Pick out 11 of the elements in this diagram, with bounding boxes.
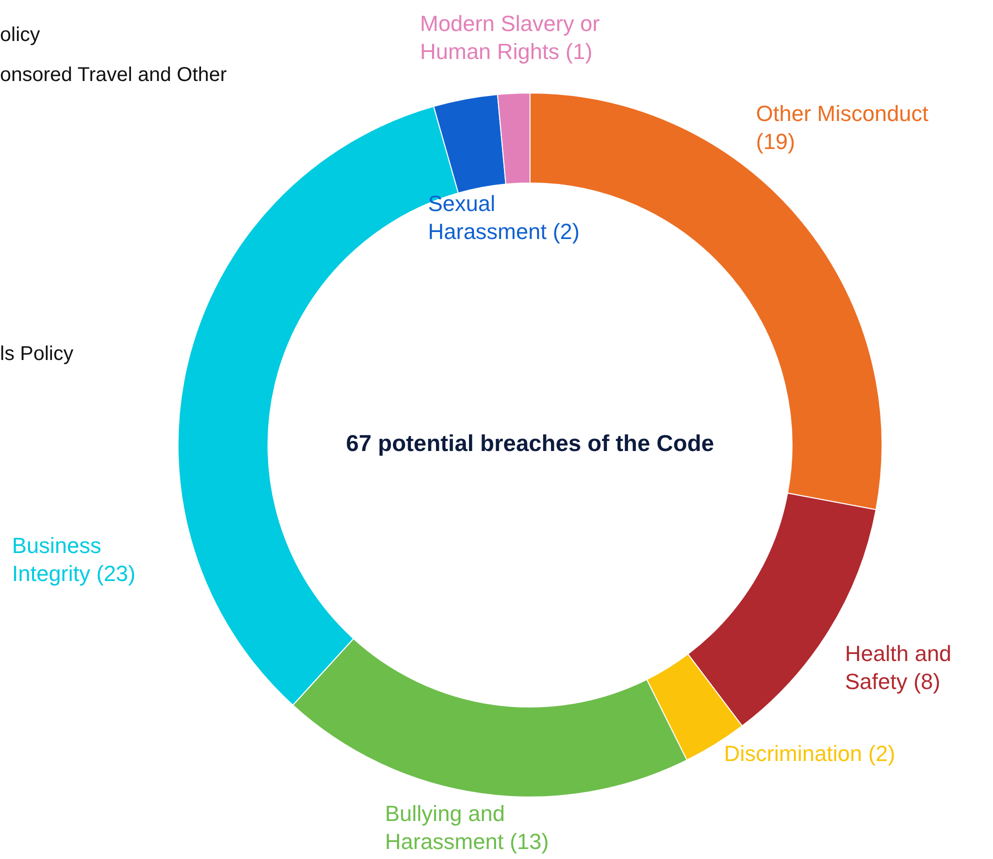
slice-label: Other Misconduct (19) xyxy=(756,100,930,156)
slice-label: Sexual Harassment (2) xyxy=(428,190,581,246)
slice-label: Business Integrity (23) xyxy=(12,532,136,588)
slice-label: Discrimination (2) xyxy=(724,740,896,768)
slice-label: Modern Slavery or Human Rights (1) xyxy=(420,10,601,66)
legend-text: olicy xyxy=(0,24,40,47)
slice-label: Bullying and Harassment (13) xyxy=(385,800,550,856)
center-caption: 67 potential breaches of the Code xyxy=(344,430,716,457)
legend-text: onsored Travel and Other xyxy=(0,64,227,87)
slice-label: Health and Safety (8) xyxy=(845,640,952,696)
legend-text: ls Policy xyxy=(0,343,74,366)
